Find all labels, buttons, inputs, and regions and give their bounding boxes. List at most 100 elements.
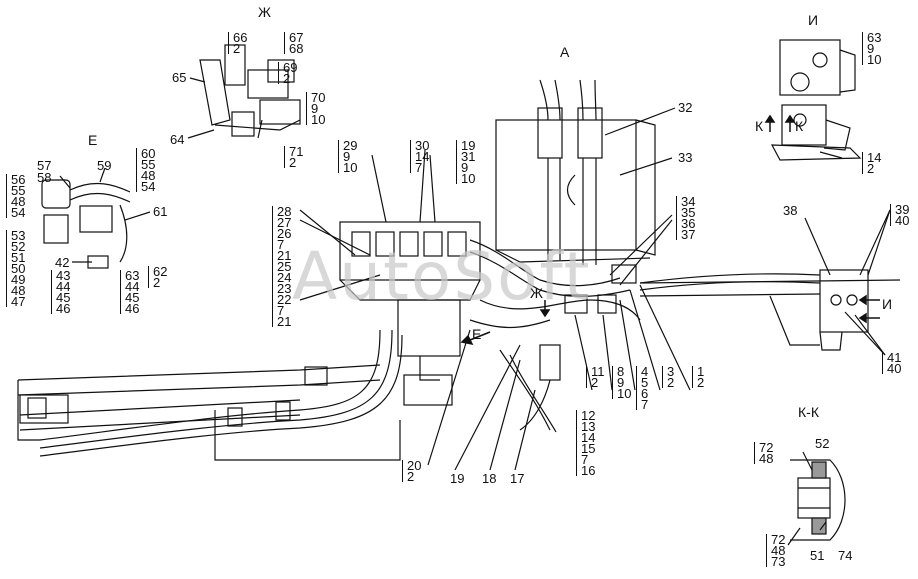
callout-number: 52 (11, 239, 26, 254)
callout-number: 11 (591, 364, 605, 379)
callout-number: 72 (759, 440, 774, 455)
callout-number: 25 (277, 259, 292, 274)
callout-number: 10 (867, 52, 882, 67)
callout-number: 40 (895, 213, 910, 228)
fitting-zh (564, 294, 588, 314)
tank-bottom (495, 249, 651, 263)
callout-number: 48 (771, 543, 786, 558)
callout-number: 45 (125, 290, 140, 305)
view-arrow-zh: Ж (530, 285, 543, 301)
callout-number: 63 (867, 30, 882, 45)
callout-number: 44 (125, 279, 140, 294)
callout-number: 21 (277, 248, 292, 263)
callout-number: 7 (415, 160, 423, 175)
callout-number: 48 (759, 451, 774, 466)
callout-number: 63 (125, 268, 140, 283)
right-valve (819, 269, 869, 333)
callout-number: 9 (617, 375, 625, 390)
callout-number: 7 (641, 397, 649, 412)
callout-number: 51 (11, 250, 26, 265)
callout-number: 46 (125, 301, 140, 316)
section-mark-k-left: К (755, 118, 764, 134)
callout-number: 2 (153, 275, 161, 290)
callout-number: 16 (581, 463, 596, 478)
i-block-upper (779, 39, 841, 96)
callout-17: 17 (510, 471, 525, 486)
callout-number: 9 (311, 101, 319, 116)
callout-number: 14 (581, 430, 596, 445)
callout-number: 22 (277, 292, 292, 307)
callout-number: 10 (343, 160, 358, 175)
callout-number: 14 (415, 149, 430, 164)
frame-rail-top-2 (17, 379, 381, 396)
filter-left (537, 107, 563, 159)
frame-rail-mid-2 (19, 414, 301, 431)
frame-rail-right-end (769, 295, 820, 346)
callout-number: 50 (11, 261, 26, 276)
view-title-zh: Ж (258, 4, 271, 20)
breather-tube-left (539, 79, 549, 121)
callout-number: 15 (581, 441, 596, 456)
callout-number: 13 (581, 419, 596, 434)
view-title-i: И (808, 12, 819, 28)
callout-number: 2 (867, 161, 875, 176)
callout-number: 20 (407, 458, 422, 473)
watermark: AutoSoft (292, 238, 592, 315)
callout-32: 32 (678, 100, 693, 115)
callout-number: 19 (461, 138, 476, 153)
callout-number: 21 (277, 314, 292, 329)
callout-number: 66 (233, 30, 248, 45)
kk-section (790, 459, 846, 541)
callout-number: 9 (343, 149, 351, 164)
callout-number: 4 (641, 364, 649, 379)
section-mark-k-right: К (795, 118, 804, 134)
callout-number: 2 (283, 71, 291, 86)
callout-number: 10 (617, 386, 632, 401)
callout-number: 7 (277, 237, 285, 252)
callout-number: 40 (887, 361, 902, 376)
callout-58: 58 (37, 170, 52, 185)
callout-33: 33 (678, 150, 693, 165)
frame-end-block (19, 394, 69, 424)
callout-number: 54 (141, 179, 156, 194)
callout-number: 9 (461, 160, 469, 175)
callout-19: 19 (450, 471, 465, 486)
view-title-kk: К-К (798, 404, 819, 420)
callout-number: 71 (289, 144, 304, 159)
callout-number: 12 (581, 408, 596, 423)
callout-number: 73 (771, 554, 786, 569)
e-solenoid (79, 205, 113, 233)
callout-number: 37 (681, 227, 696, 242)
callout-number: 46 (56, 301, 71, 316)
callout-number: 24 (277, 270, 292, 285)
callout-number: 30 (415, 138, 430, 153)
hose-right-2 (639, 281, 821, 291)
callout-number: 14 (867, 150, 882, 165)
hose-left-3 (39, 334, 403, 457)
callout-number: 9 (867, 41, 875, 56)
filter-right (577, 107, 603, 159)
e-valve (41, 179, 71, 209)
callout-number: 56 (11, 172, 26, 187)
